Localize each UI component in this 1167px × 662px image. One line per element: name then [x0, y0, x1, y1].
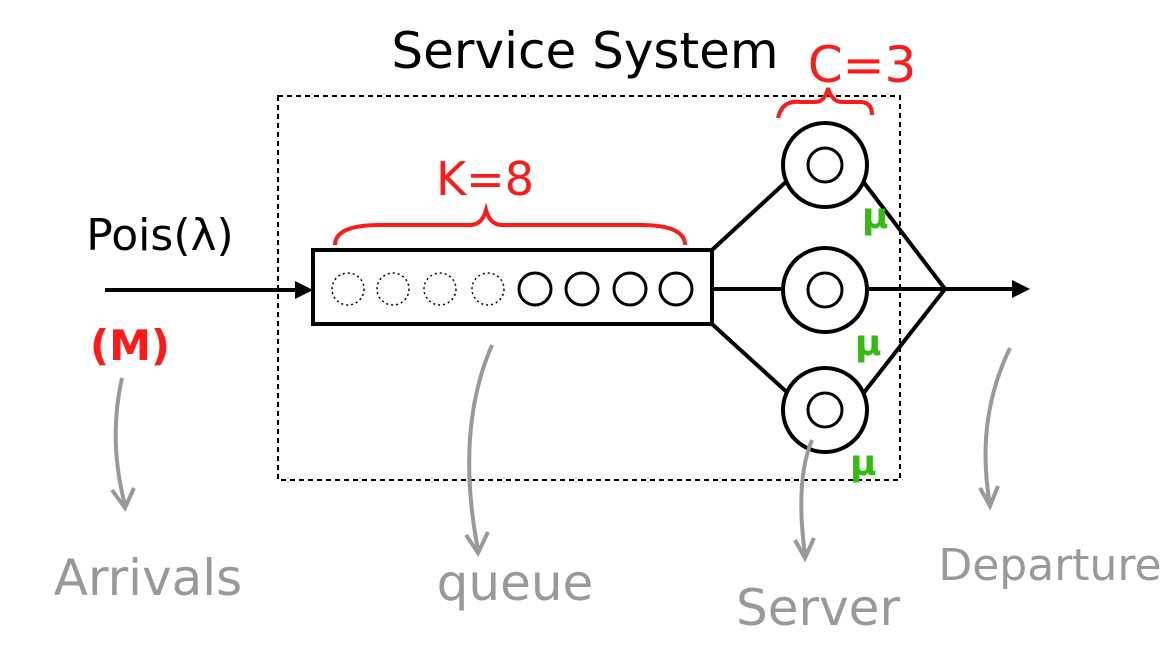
server-1	[781, 121, 869, 209]
departure-arrowhead	[1012, 280, 1030, 298]
arrival-type-label: (M)	[90, 321, 170, 370]
queue-buffer	[311, 248, 714, 326]
queue-slot-filled	[612, 271, 648, 307]
service-rate-3: μ	[850, 443, 877, 484]
queue-slot-empty	[331, 272, 365, 306]
queue-slot-empty	[471, 272, 505, 306]
capacity-label: K=8	[436, 152, 534, 206]
capacity-brace	[333, 202, 687, 246]
departure-annotation: Departure	[938, 540, 1161, 591]
queue-slot-filled	[517, 271, 553, 307]
queue-slot-empty	[423, 272, 457, 306]
queue-slot-filled	[564, 271, 600, 307]
service-rate-1: μ	[862, 196, 889, 237]
queue-annotation: queue	[437, 554, 594, 612]
arrival-process-label: Pois(λ)	[86, 210, 233, 261]
servers-brace	[776, 87, 874, 119]
queue-slots	[331, 271, 694, 307]
annotation-arrows	[110, 344, 1012, 563]
service-rate-2: μ	[855, 323, 882, 364]
connection-lines	[710, 178, 1015, 397]
arrival-arrowhead	[295, 281, 313, 299]
servers-label: C=3	[808, 36, 917, 94]
diagram-title: Service System	[391, 22, 778, 80]
queue-slot-empty	[376, 272, 410, 306]
server-3	[781, 366, 869, 454]
queue-slot-filled	[658, 271, 694, 307]
server-annotation: Server	[736, 579, 900, 637]
arrivals-annotation: Arrivals	[54, 549, 243, 607]
server-2	[781, 246, 869, 334]
